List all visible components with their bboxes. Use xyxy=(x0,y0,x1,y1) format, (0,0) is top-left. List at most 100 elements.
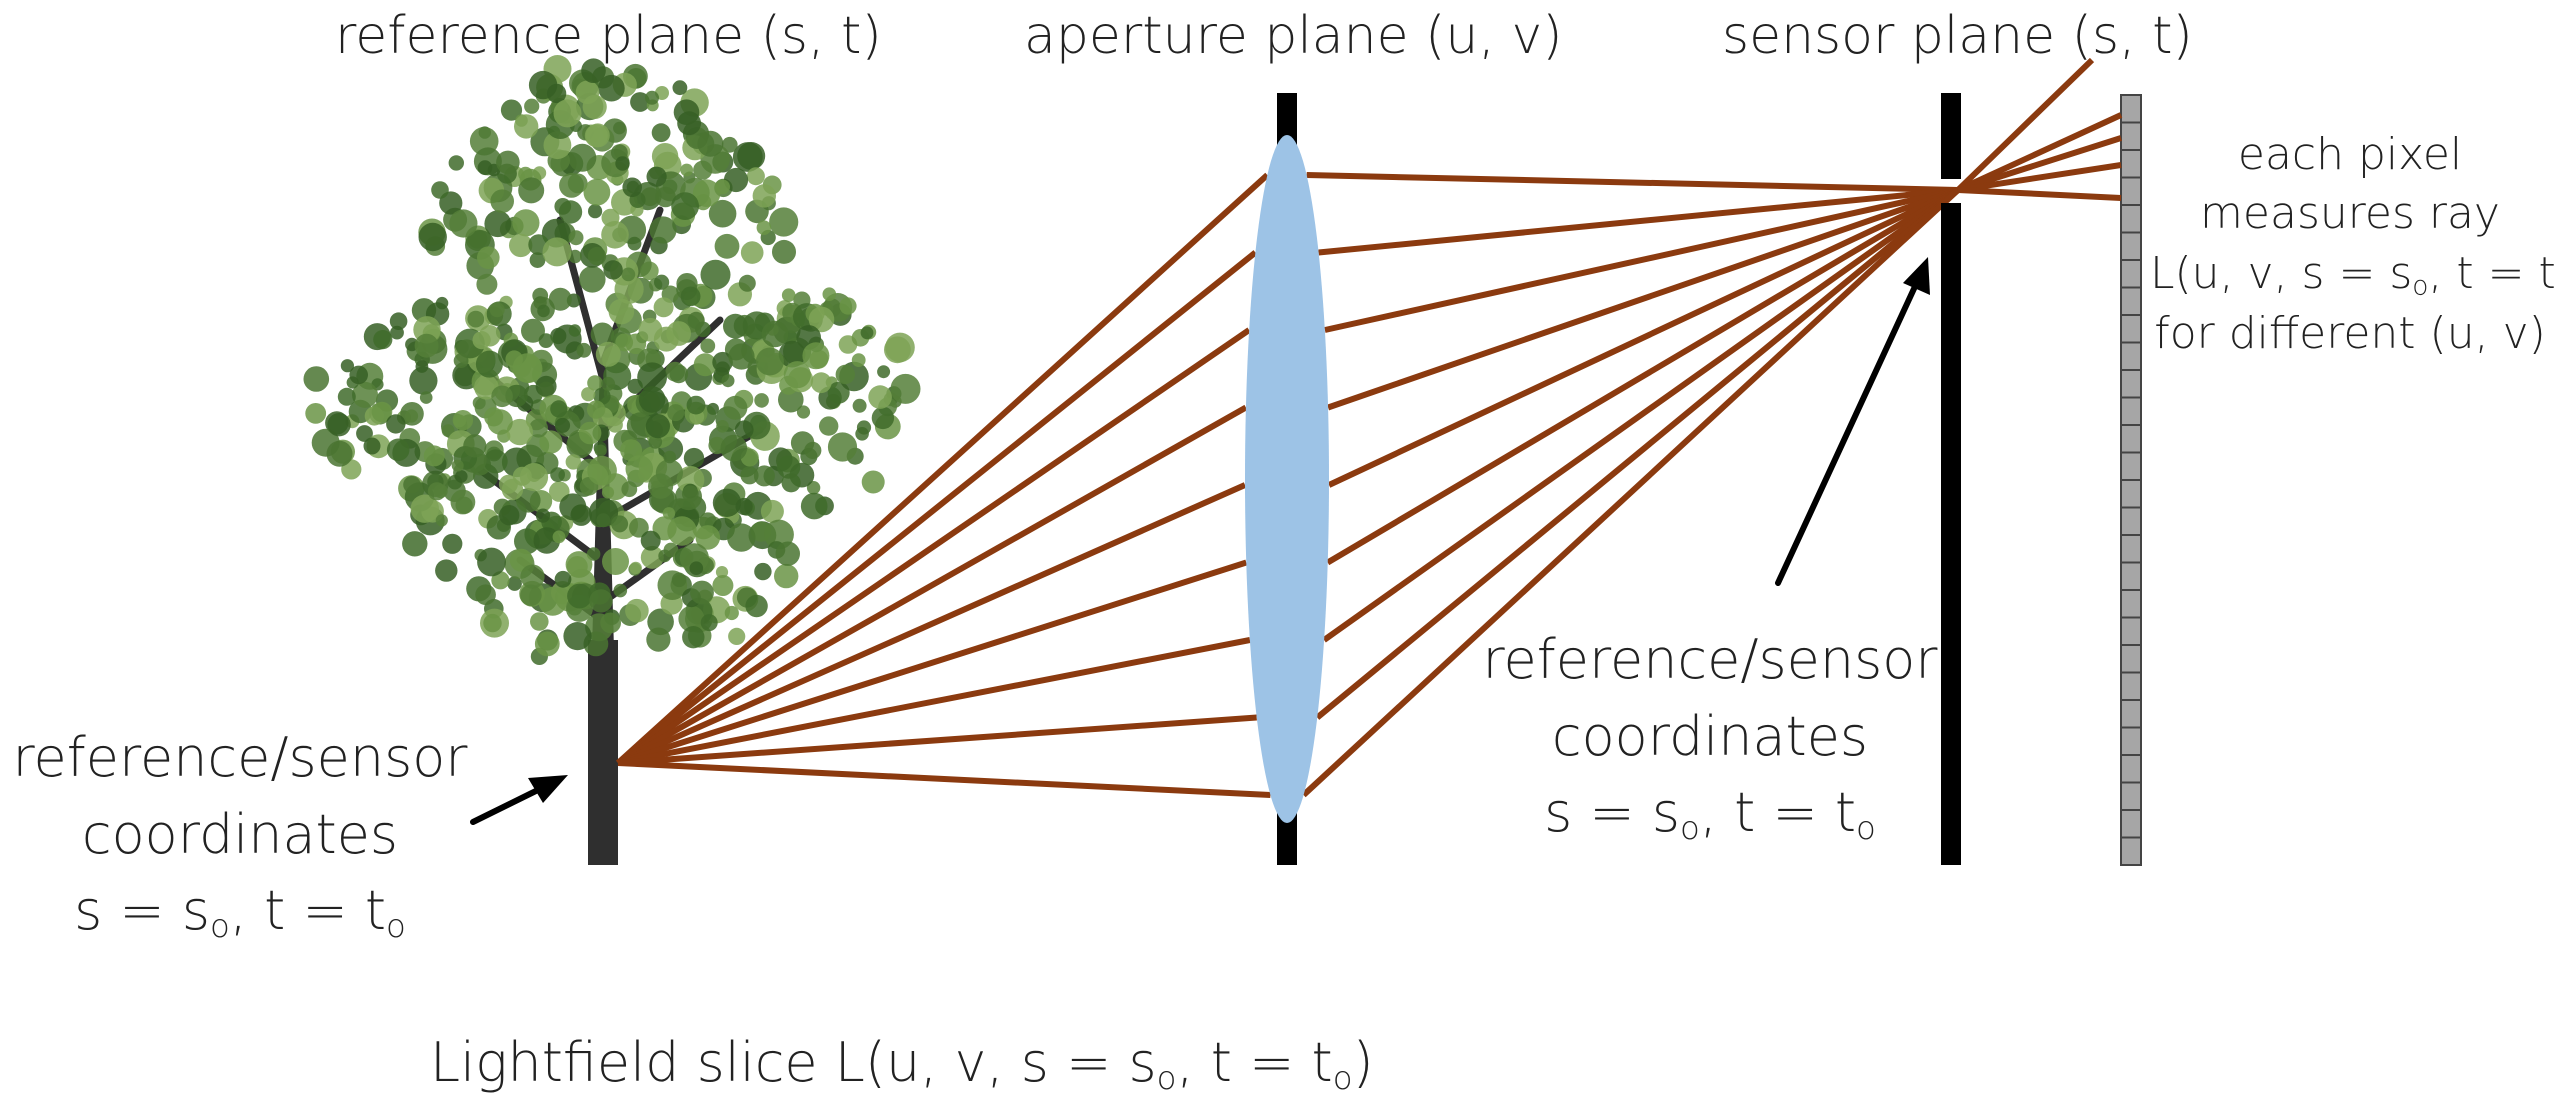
tree-leaf-136 xyxy=(701,260,731,290)
right-annotation-line1: reference/sensor xyxy=(1480,622,1940,699)
tree-leaf-696 xyxy=(535,632,560,657)
tree-leaf-580 xyxy=(777,456,800,479)
tree-leaf-179 xyxy=(524,99,539,114)
ray-in-7 xyxy=(618,718,1257,764)
tree-leaf-677 xyxy=(538,587,567,616)
tree-leaf-462 xyxy=(595,445,607,457)
tree-leaf-723 xyxy=(690,561,704,575)
tree-leaf-253 xyxy=(586,123,610,147)
tree-leaf-434 xyxy=(877,365,890,378)
tree-leaf-590 xyxy=(390,312,408,330)
tree-leaf-160 xyxy=(739,275,756,292)
left-annotation-line2: coordinates xyxy=(10,797,470,874)
tree-leaf-520 xyxy=(435,559,457,581)
pixel-24 xyxy=(2121,755,2141,783)
tree-leaf-625 xyxy=(327,413,350,436)
tree-leaf-713 xyxy=(682,626,704,648)
tree-leaf-682 xyxy=(563,622,591,650)
pixel-1 xyxy=(2121,123,2141,151)
left-annotation-line1: reference/sensor xyxy=(10,720,470,797)
tree-leaf-658 xyxy=(839,297,856,314)
tree-leaf-456 xyxy=(681,287,701,307)
tree-leaf-548 xyxy=(566,454,581,469)
tree-leaf-638 xyxy=(891,374,921,404)
sensor-plane-bar-top xyxy=(1941,93,1961,179)
tree-leaf-207 xyxy=(757,220,772,235)
tree-leaf-588 xyxy=(455,470,468,483)
sensor-plane-bar-bottom xyxy=(1941,203,1961,865)
tree-leaf-578 xyxy=(442,534,462,554)
tree-leaf-553 xyxy=(428,482,446,500)
tree-leaf-622 xyxy=(304,366,330,392)
sensor-plane-title: sensor plane (s, t) xyxy=(1722,10,2193,62)
tree-leaf-513 xyxy=(607,417,623,433)
pixel-annotation-line3: L(u, v, s = so, t = to) xyxy=(2150,244,2550,304)
tree-leaf-663 xyxy=(885,333,915,363)
tree-leaf-488 xyxy=(550,400,567,417)
tree-leaf-315 xyxy=(536,376,557,397)
tree-leaf-641 xyxy=(868,385,892,409)
fan-ray-4 xyxy=(1958,190,2121,198)
tree-leaf-84 xyxy=(741,241,764,264)
tree-leaf-683 xyxy=(530,612,549,631)
tree-leaf-54 xyxy=(449,155,464,170)
arrow-left xyxy=(473,775,568,822)
tree-leaf-304 xyxy=(569,324,581,336)
tree-leaf-244 xyxy=(645,91,659,105)
tree-leaf-267 xyxy=(543,237,572,266)
tree-leaf-601 xyxy=(454,353,469,368)
pixel-26 xyxy=(2121,810,2141,838)
tree-leaf-361 xyxy=(490,302,505,317)
tree-leaf-627 xyxy=(405,409,418,422)
tree-leaf-650 xyxy=(722,374,735,387)
aperture-lens xyxy=(1245,135,1329,823)
tree-leaf-612 xyxy=(452,460,464,472)
tree-leaf-569 xyxy=(625,599,649,623)
tree-leaf-117 xyxy=(652,143,678,169)
tree-leaf-73 xyxy=(753,184,776,207)
tree-leaf-495 xyxy=(602,486,614,498)
tree-leaf-184 xyxy=(449,209,477,237)
tree-leaf-618 xyxy=(338,388,356,406)
tree-leaf-466 xyxy=(637,362,667,392)
tree-leaf-366 xyxy=(537,305,550,318)
pixel-ray-fan xyxy=(1958,60,2121,198)
tree-leaf-705 xyxy=(600,613,621,634)
tree-leaf-666 xyxy=(802,342,829,369)
pixel-10 xyxy=(2121,370,2141,398)
tree-leaf-698 xyxy=(630,562,642,574)
tree-leaf-140 xyxy=(431,181,449,199)
arrow-right xyxy=(1778,257,1930,583)
tree-leaf-673 xyxy=(756,348,784,376)
tree-leaf-562 xyxy=(663,451,676,464)
pixel-measures-annotation: each pixel measures ray L(u, v, s = so, … xyxy=(2150,125,2550,363)
tree-leaf-629 xyxy=(687,396,706,415)
tree-leaf-583 xyxy=(646,414,670,438)
pixel-9 xyxy=(2121,343,2141,371)
tree-leaf-688 xyxy=(483,614,501,632)
tree-leaf-670 xyxy=(855,427,869,441)
tree-leaf-424 xyxy=(601,377,615,391)
tree-leaf-240 xyxy=(677,111,701,135)
tree-leaf-263 xyxy=(680,164,693,177)
pixel-7 xyxy=(2121,288,2141,316)
tree-leaf-230 xyxy=(559,200,582,223)
tree-leaf-664 xyxy=(811,372,832,393)
tree-leaf-684 xyxy=(566,551,593,578)
tree-leaf-262 xyxy=(554,99,582,127)
tree-leaf-180 xyxy=(477,246,500,269)
tree-leaf-568 xyxy=(754,563,771,580)
tree-leaf-564 xyxy=(776,542,800,566)
tree-leaf-322 xyxy=(453,415,466,428)
tree-leaf-695 xyxy=(567,584,592,609)
tree-leaf-582 xyxy=(727,523,755,551)
tree-leaf-623 xyxy=(415,334,439,358)
tree-leaf-709 xyxy=(641,531,661,551)
tree-leaf-254 xyxy=(693,161,712,180)
left-coordinates-annotation: reference/sensor coordinates s = so, t =… xyxy=(10,720,470,950)
tree-leaf-617 xyxy=(463,434,486,457)
tree-leaf-694 xyxy=(555,571,572,588)
tree-leaf-187 xyxy=(613,122,626,135)
tree-leaf-662 xyxy=(721,435,748,462)
tree-leaf-635 xyxy=(853,399,867,413)
